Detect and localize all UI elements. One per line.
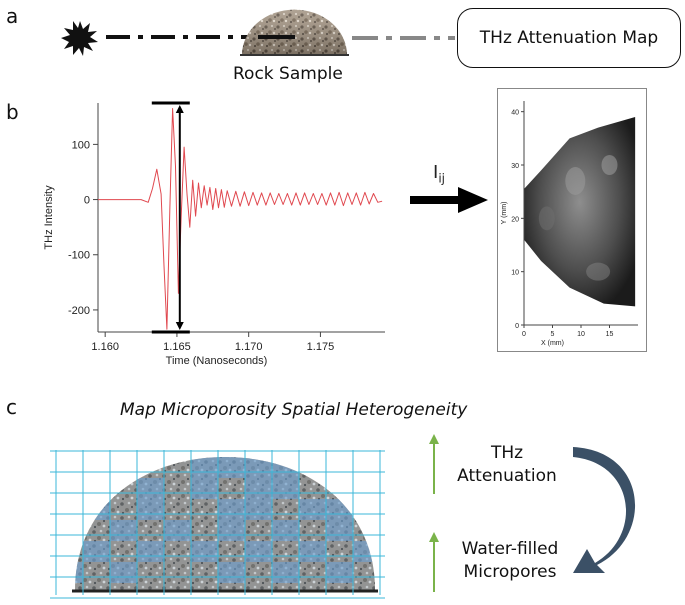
legend-bottom-line2: Micropores [463, 562, 557, 582]
range-marker-arrowhead-up [175, 105, 184, 113]
pore-cell [137, 478, 164, 499]
thz-source-burst-icon [61, 21, 98, 56]
x-tick-label: 1.160 [91, 341, 119, 353]
map-y-axis-label: Y (mm) [501, 202, 508, 225]
pore-cell [272, 562, 299, 583]
legend-water-micropores: Water-filled Micropores [440, 538, 580, 584]
map-x-axis-label: X (mm) [541, 340, 564, 347]
pore-cell [75, 562, 83, 583]
pore-cell [245, 457, 272, 478]
legend-arrows [429, 434, 439, 592]
pore-cell [110, 520, 137, 541]
arrow-label-main: I [433, 162, 439, 183]
pore-cell [83, 541, 110, 562]
up-arrow-icon [429, 434, 439, 494]
attenuation-patch [586, 262, 611, 281]
pore-cell [245, 541, 272, 562]
panel-c-title: Map Microporosity Spatial Heterogeneity [120, 400, 468, 420]
map-x-tick-label: 15 [606, 331, 614, 338]
pore-cell [164, 520, 191, 541]
legend-bottom-line1: Water-filled [461, 539, 559, 559]
map-x-tick-label: 10 [577, 331, 585, 338]
x-tick-label: 1.165 [163, 341, 191, 353]
pore-cell [272, 520, 299, 541]
pore-cell [191, 541, 218, 562]
rock-sample-label: Rock Sample [233, 64, 343, 84]
y-tick-label: 0 [84, 195, 90, 207]
pore-cell [272, 478, 299, 499]
y-tick-label: -100 [68, 250, 90, 262]
gridded-rock-sample [50, 450, 385, 599]
pore-cell [137, 499, 164, 520]
pore-cell [218, 499, 245, 520]
pore-cell [191, 457, 218, 478]
map-y-tick-label: 20 [511, 216, 519, 223]
pore-cell [245, 478, 272, 499]
panel-c-letter: c [6, 395, 17, 419]
pore-cell [245, 499, 272, 520]
range-marker-arrowhead-down [175, 322, 184, 330]
attenuation-patch [565, 167, 586, 195]
pore-cell [137, 541, 164, 562]
x-tick-label: 1.170 [235, 341, 263, 353]
pore-cell [326, 562, 353, 583]
legend-top-line1: THz [490, 443, 524, 463]
pore-cell [110, 562, 137, 583]
legend-thz-attenuation: THz Attenuation [442, 442, 572, 488]
pore-cell [218, 520, 245, 541]
map-y-tick-label: 0 [515, 323, 519, 330]
panel-a-letter: a [6, 4, 19, 28]
attenuation-map-chart: 0 10 20 30 40 0 5 10 15 X (mm) Y (mm) [501, 101, 638, 347]
y-tick-label: -200 [68, 305, 90, 317]
attenuation-map-box-label: THz Attenuation Map [479, 28, 659, 48]
x-tick-label: 1.175 [307, 341, 335, 353]
pore-cell [326, 520, 353, 541]
pore-cell [75, 520, 83, 541]
panel-b-letter: b [6, 100, 19, 124]
map-x-tick-label: 0 [522, 331, 526, 338]
attenuation-map-box: THz Attenuation Map [457, 8, 681, 68]
arrow-label: Iij [433, 162, 445, 186]
y-tick-label: 100 [72, 139, 90, 151]
pore-cell [218, 457, 245, 478]
attenuation-patch [538, 206, 555, 231]
up-arrow-icon [429, 532, 439, 592]
map-y-tick-label: 10 [511, 270, 519, 277]
pore-cell [218, 562, 245, 583]
transform-arrow-icon [410, 187, 488, 213]
y-axis-label: THz Intensity [43, 185, 55, 250]
pore-overlay [75, 457, 375, 590]
panel-a-diagram [61, 9, 455, 56]
pore-cell [299, 499, 326, 520]
map-y-tick-label: 30 [511, 163, 519, 170]
map-y-tick-label: 40 [511, 110, 519, 117]
attenuation-patch [601, 155, 618, 175]
pore-cell [191, 478, 218, 499]
map-x-tick-label: 5 [551, 331, 555, 338]
x-axis-label: Time (Nanoseconds) [166, 355, 268, 367]
legend-top-line2: Attenuation [457, 466, 557, 486]
arrow-label-sub: ij [438, 171, 445, 186]
curved-arrow-icon [573, 447, 636, 573]
pore-cell [299, 541, 326, 562]
attenuation-map-frame: 0 10 20 30 40 0 5 10 15 X (mm) Y (mm) [497, 88, 647, 352]
waveform-series-line [98, 108, 383, 330]
